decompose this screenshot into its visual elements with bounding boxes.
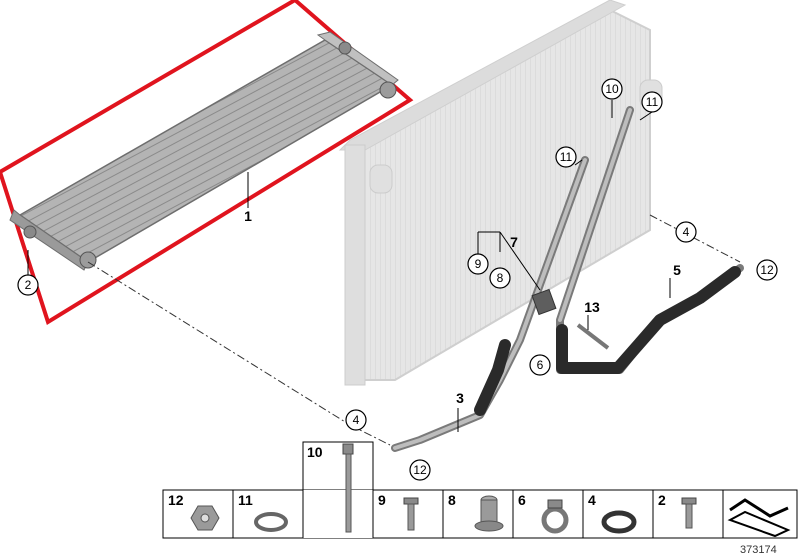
small-screw-icon — [681, 497, 697, 529]
svg-text:11: 11 — [560, 150, 573, 164]
callout-bolt-10: 10 — [601, 78, 623, 100]
leader-lines — [27, 100, 671, 432]
svg-text:12: 12 — [760, 263, 774, 277]
seal-ring-icon — [254, 512, 288, 532]
o-ring-icon — [601, 510, 637, 534]
clamp-icon — [541, 499, 569, 534]
callout-nut-12-lower: 12 — [409, 459, 431, 481]
hex-nut-icon — [190, 505, 220, 531]
svg-text:10: 10 — [605, 82, 619, 96]
callout-nut-12-right: 12 — [756, 259, 778, 281]
svg-text:9: 9 — [475, 257, 482, 271]
svg-text:4: 4 — [683, 225, 690, 239]
label-hose-right: 5 — [673, 262, 681, 278]
legend-num-10: 10 — [307, 444, 323, 460]
callout-clamp-6: 6 — [529, 354, 551, 376]
long-bolt-icon — [342, 443, 354, 533]
screw-icon — [403, 497, 419, 531]
callout-oring-4-right: 4 — [675, 221, 697, 243]
legend-num-11: 11 — [238, 492, 253, 508]
legend-num-9: 9 — [378, 492, 386, 508]
legend-num-8: 8 — [448, 492, 456, 508]
svg-text:11: 11 — [646, 95, 659, 109]
svg-text:12: 12 — [413, 463, 427, 477]
sleeve-icon — [474, 495, 504, 532]
radiator-ghost — [338, 0, 663, 386]
label-cooler: 1 — [244, 208, 252, 224]
legend-num-12: 12 — [168, 492, 184, 508]
callout-seal-11-a: 11 — [555, 146, 577, 168]
legend-num-4: 4 — [588, 492, 596, 508]
svg-text:6: 6 — [537, 358, 544, 372]
pipe-assembly — [391, 106, 744, 452]
callout-seal-11-b: 11 — [641, 91, 663, 113]
reference-number: 373174 — [740, 544, 777, 556]
callout-bolt-9: 9 — [467, 253, 489, 275]
label-pipe-left: 3 — [456, 390, 464, 406]
legend-num-2: 2 — [658, 492, 666, 508]
parts-legend: 12 11 10 9 8 6 4 2 — [162, 441, 798, 539]
part-labels: 1 3 5 7 13 — [244, 208, 681, 406]
callout-oring-4-lower: 4 — [345, 409, 367, 431]
callout-screw-2: 2 — [17, 274, 39, 296]
callout-part-8: 8 — [489, 267, 511, 289]
legend-num-6: 6 — [518, 492, 526, 508]
svg-text:8: 8 — [497, 271, 504, 285]
svg-text:2: 2 — [25, 278, 32, 292]
callouts: 2 4 4 6 8 9 10 11 11 12 12 — [17, 78, 778, 481]
oil-cooler — [9, 31, 399, 271]
label-bracket-group: 7 — [510, 234, 518, 250]
gasket-symbol-icon — [727, 498, 791, 538]
label-bolt-13: 13 — [584, 299, 600, 315]
svg-text:4: 4 — [353, 413, 360, 427]
